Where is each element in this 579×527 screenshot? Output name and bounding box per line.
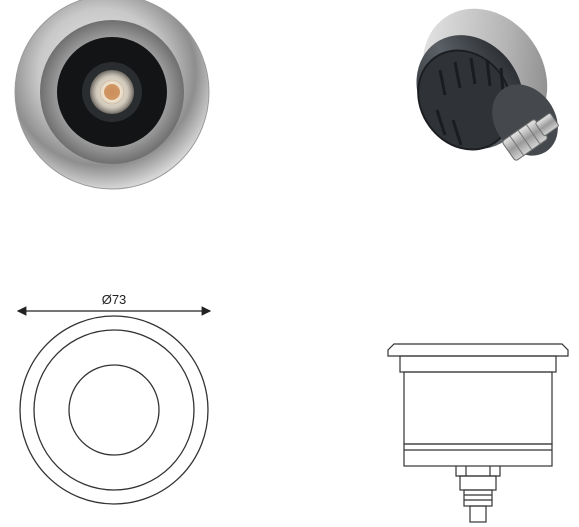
led-chip [104,84,120,100]
lens-facets [94,74,130,110]
front-view-photo [10,0,215,200]
cable [469,505,487,523]
gland-cap [463,489,493,507]
inner-circle [68,364,160,456]
side-photo-svg [416,8,559,161]
housing-outline [403,371,553,445]
gland-body [459,475,497,491]
rib-lines [435,57,505,146]
cable-gland [502,113,559,161]
flange-outline [387,343,569,357]
side-view-photo [375,0,575,200]
side-drawing-svg [387,343,569,523]
flange-step [399,355,557,373]
outer-circle [19,315,209,505]
gland-nut [455,466,501,477]
front-photo-svg [14,0,210,190]
top-drawing-svg: Ø73 [16,292,212,505]
side-view-drawing [378,330,578,525]
middle-circle [33,329,195,491]
housing-base [403,443,553,467]
top-view-drawing: Ø73 [8,280,228,520]
diameter-dimension-label: Ø73 [102,292,127,307]
